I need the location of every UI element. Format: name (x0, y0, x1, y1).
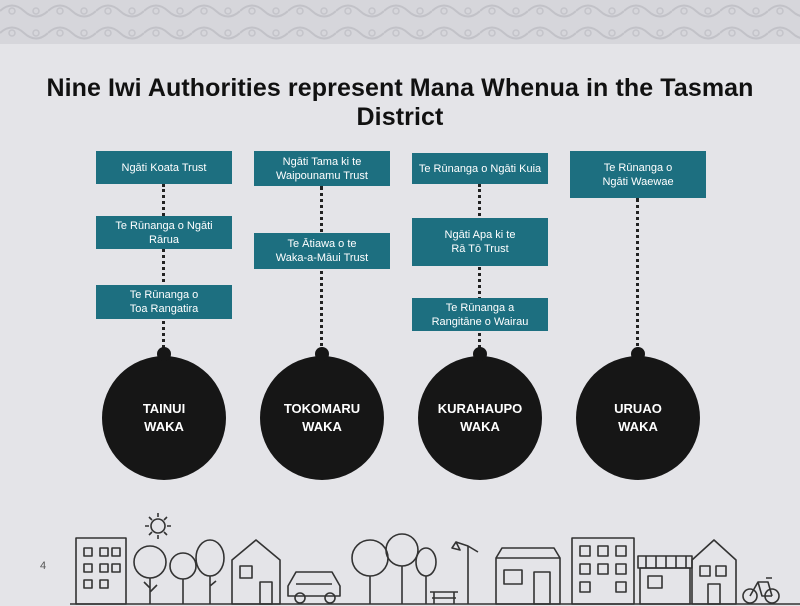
circle-nub (315, 347, 329, 361)
waka-label: KURAHAUPO WAKA (437, 401, 523, 434)
waka-circle: TAINUI WAKA (102, 347, 226, 480)
iwi-box: Te Ātiawa o te Waka-a-Māui Trust (254, 233, 390, 269)
iwi-box: Ngāti Tama ki te Waipounamu Trust (254, 151, 390, 186)
tree-icon (133, 539, 225, 604)
house-icon (231, 539, 281, 605)
waka-circle: URUAO WAKA (576, 347, 700, 480)
waka-label: TOKOMARU WAKA (283, 401, 361, 434)
bicycle-icon (742, 577, 780, 604)
town-skyline-illustration (70, 513, 800, 605)
circle-nub (157, 347, 171, 361)
street-lamp-icon (451, 541, 479, 604)
sun-icon (145, 513, 171, 539)
iwi-box: Te Rūnanga a Rangitāne o Wairau (412, 298, 548, 331)
circle-nub (631, 347, 645, 361)
circle-nub (473, 347, 487, 361)
connector-line (320, 186, 323, 372)
waka-circle: TOKOMARU WAKA (260, 347, 384, 480)
iwi-box: Te Rūnanga o Ngāti Kuia (412, 153, 548, 184)
page-title: Nine Iwi Authorities represent Mana When… (46, 74, 754, 131)
iwi-box: Te Rūnanga o Ngāti Waewae (570, 151, 706, 198)
iwi-box: Te Rūnanga o Toa Rangatira (96, 285, 232, 319)
connector-line (162, 184, 165, 372)
connector-line (636, 198, 639, 372)
shop-icon (495, 547, 561, 605)
building-icon (571, 537, 635, 605)
building-icon (75, 537, 127, 605)
house-icon (691, 539, 737, 605)
waka-label: TAINUI WAKA (142, 401, 186, 434)
waka-label: URUAO WAKA (614, 401, 662, 434)
decorative-pattern-band (0, 0, 800, 44)
waka-circle: KURAHAUPO WAKA (418, 347, 542, 480)
car-icon (287, 571, 341, 604)
bench-icon (430, 591, 458, 604)
shop-icon (637, 555, 693, 605)
tree-icon (351, 533, 437, 604)
connector-line (478, 184, 481, 372)
iwi-box: Te Rūnanga o Ngāti Rārua (96, 216, 232, 249)
iwi-box: Ngāti Apa ki te Rā Tō Trust (412, 218, 548, 266)
page-number: 4 (40, 560, 47, 572)
iwi-box: Ngāti Koata Trust (96, 151, 232, 184)
